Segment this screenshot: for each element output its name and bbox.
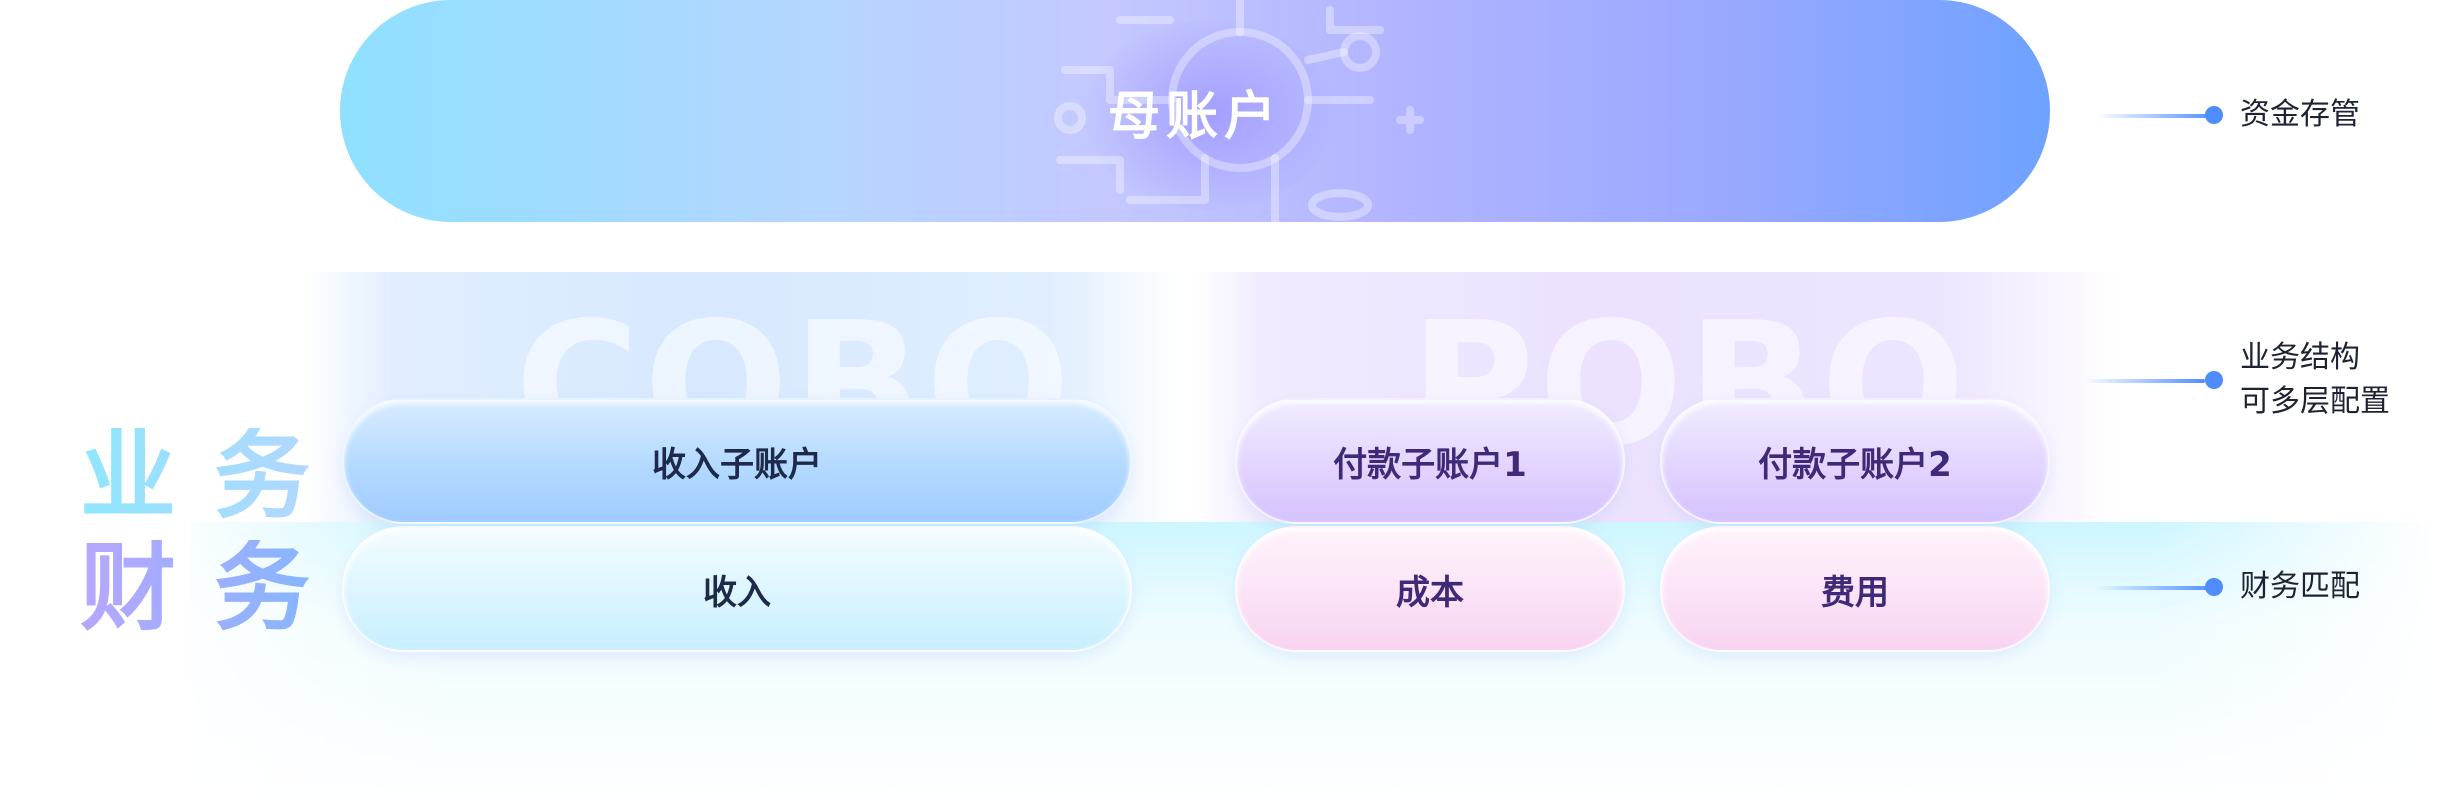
parent-account-label: 母账户 bbox=[1107, 86, 1282, 147]
annotation-connector-3 bbox=[2095, 586, 2215, 590]
payment-sub-account-1-pill: 付款子账户1 bbox=[1235, 398, 1625, 524]
annotation-finance-matching: 财务匹配 bbox=[2240, 569, 2360, 604]
side-label-finance: 财务 bbox=[80, 532, 348, 644]
expense-pill: 费用 bbox=[1660, 526, 2050, 652]
annotation-dot-2 bbox=[2205, 371, 2223, 389]
income-sub-account-pill: 收入子账户 bbox=[342, 398, 1132, 524]
annotation-fund-custody: 资金存管 bbox=[2240, 97, 2360, 132]
annotation-multi-layer: 可多层配置 bbox=[2240, 384, 2390, 419]
circuit-decoration-icon bbox=[1054, 0, 1424, 222]
band-fade-right bbox=[2150, 500, 2440, 805]
payment-sub-account-2-pill: 付款子账户2 bbox=[1660, 398, 2050, 524]
side-label-business: 业务 bbox=[80, 420, 348, 532]
annotation-dot-3 bbox=[2205, 578, 2223, 596]
annotation-dot-1 bbox=[2205, 106, 2223, 124]
cost-pill: 成本 bbox=[1235, 526, 1625, 652]
parent-account-glow bbox=[1085, 20, 1335, 210]
income-pill: 收入 bbox=[342, 526, 1132, 652]
annotation-business-structure: 业务结构 bbox=[2240, 340, 2360, 375]
annotation-connector-1 bbox=[2095, 114, 2215, 118]
annotation-connector-2 bbox=[2085, 379, 2205, 383]
